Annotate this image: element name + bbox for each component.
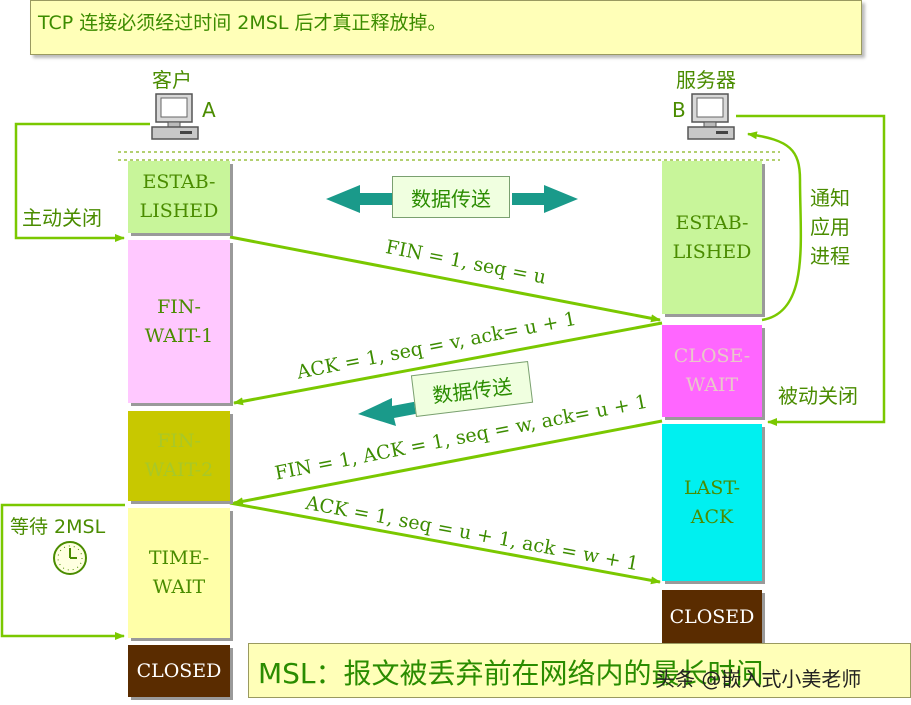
data-arrow-left-head: [326, 185, 392, 213]
passive-close-bracket: [736, 114, 886, 426]
server-state-last-ack: LAST-ACK: [662, 424, 762, 581]
notify-app-arrow: [747, 131, 803, 322]
client-label: 客户: [152, 68, 192, 92]
server-computer-icon: [687, 93, 735, 140]
watermark: 头条 @嵌入式小美老师: [655, 667, 862, 691]
client-id: A: [202, 98, 216, 122]
arrow-ack-1: [233, 321, 663, 406]
data-transfer-label: 数据传送: [392, 176, 510, 218]
arrow-fin-2: [233, 419, 663, 506]
clock-icon: [53, 541, 87, 575]
title-text: TCP 连接必须经过时间 2MSL 后才真正释放掉。: [38, 12, 447, 34]
client-state-fin-wait-1: FIN-WAIT-1: [128, 240, 230, 403]
data-arrow-single: [358, 398, 426, 426]
msl-note-box: [248, 643, 911, 698]
server-state-closed: CLOSED: [662, 590, 762, 645]
client-state-established: ESTAB-LISHED: [128, 161, 230, 233]
client-state-closed: CLOSED: [128, 645, 230, 697]
server-id: B: [672, 98, 686, 122]
notify-app-label: 通知应用进程: [810, 186, 850, 268]
server-label: 服务器: [676, 68, 736, 92]
msl-note-text: MSL：报文被丢弃前在网络内的最长时间: [258, 657, 764, 690]
server-state-close-wait: CLOSE-WAIT: [662, 325, 762, 417]
arrow-ack-2: [229, 501, 661, 585]
active-close-label: 主动关闭: [22, 206, 102, 230]
passive-close-label: 被动关闭: [778, 384, 858, 408]
client-state-fin-wait-2: FIN-WAIT-2: [128, 411, 230, 501]
server-state-established: ESTAB-LISHED: [662, 161, 762, 314]
active-close-bracket: [14, 122, 150, 242]
data-arrow-right-head: [512, 185, 578, 213]
title-banner: [30, 0, 862, 55]
client-state-time-wait: TIME-WAIT: [128, 508, 230, 638]
client-computer-icon: [151, 93, 199, 140]
wait-2msl-bracket: [0, 503, 125, 640]
arrow-fin-1: [229, 235, 661, 323]
wait-2msl-label: 等待 2MSL: [10, 516, 106, 538]
